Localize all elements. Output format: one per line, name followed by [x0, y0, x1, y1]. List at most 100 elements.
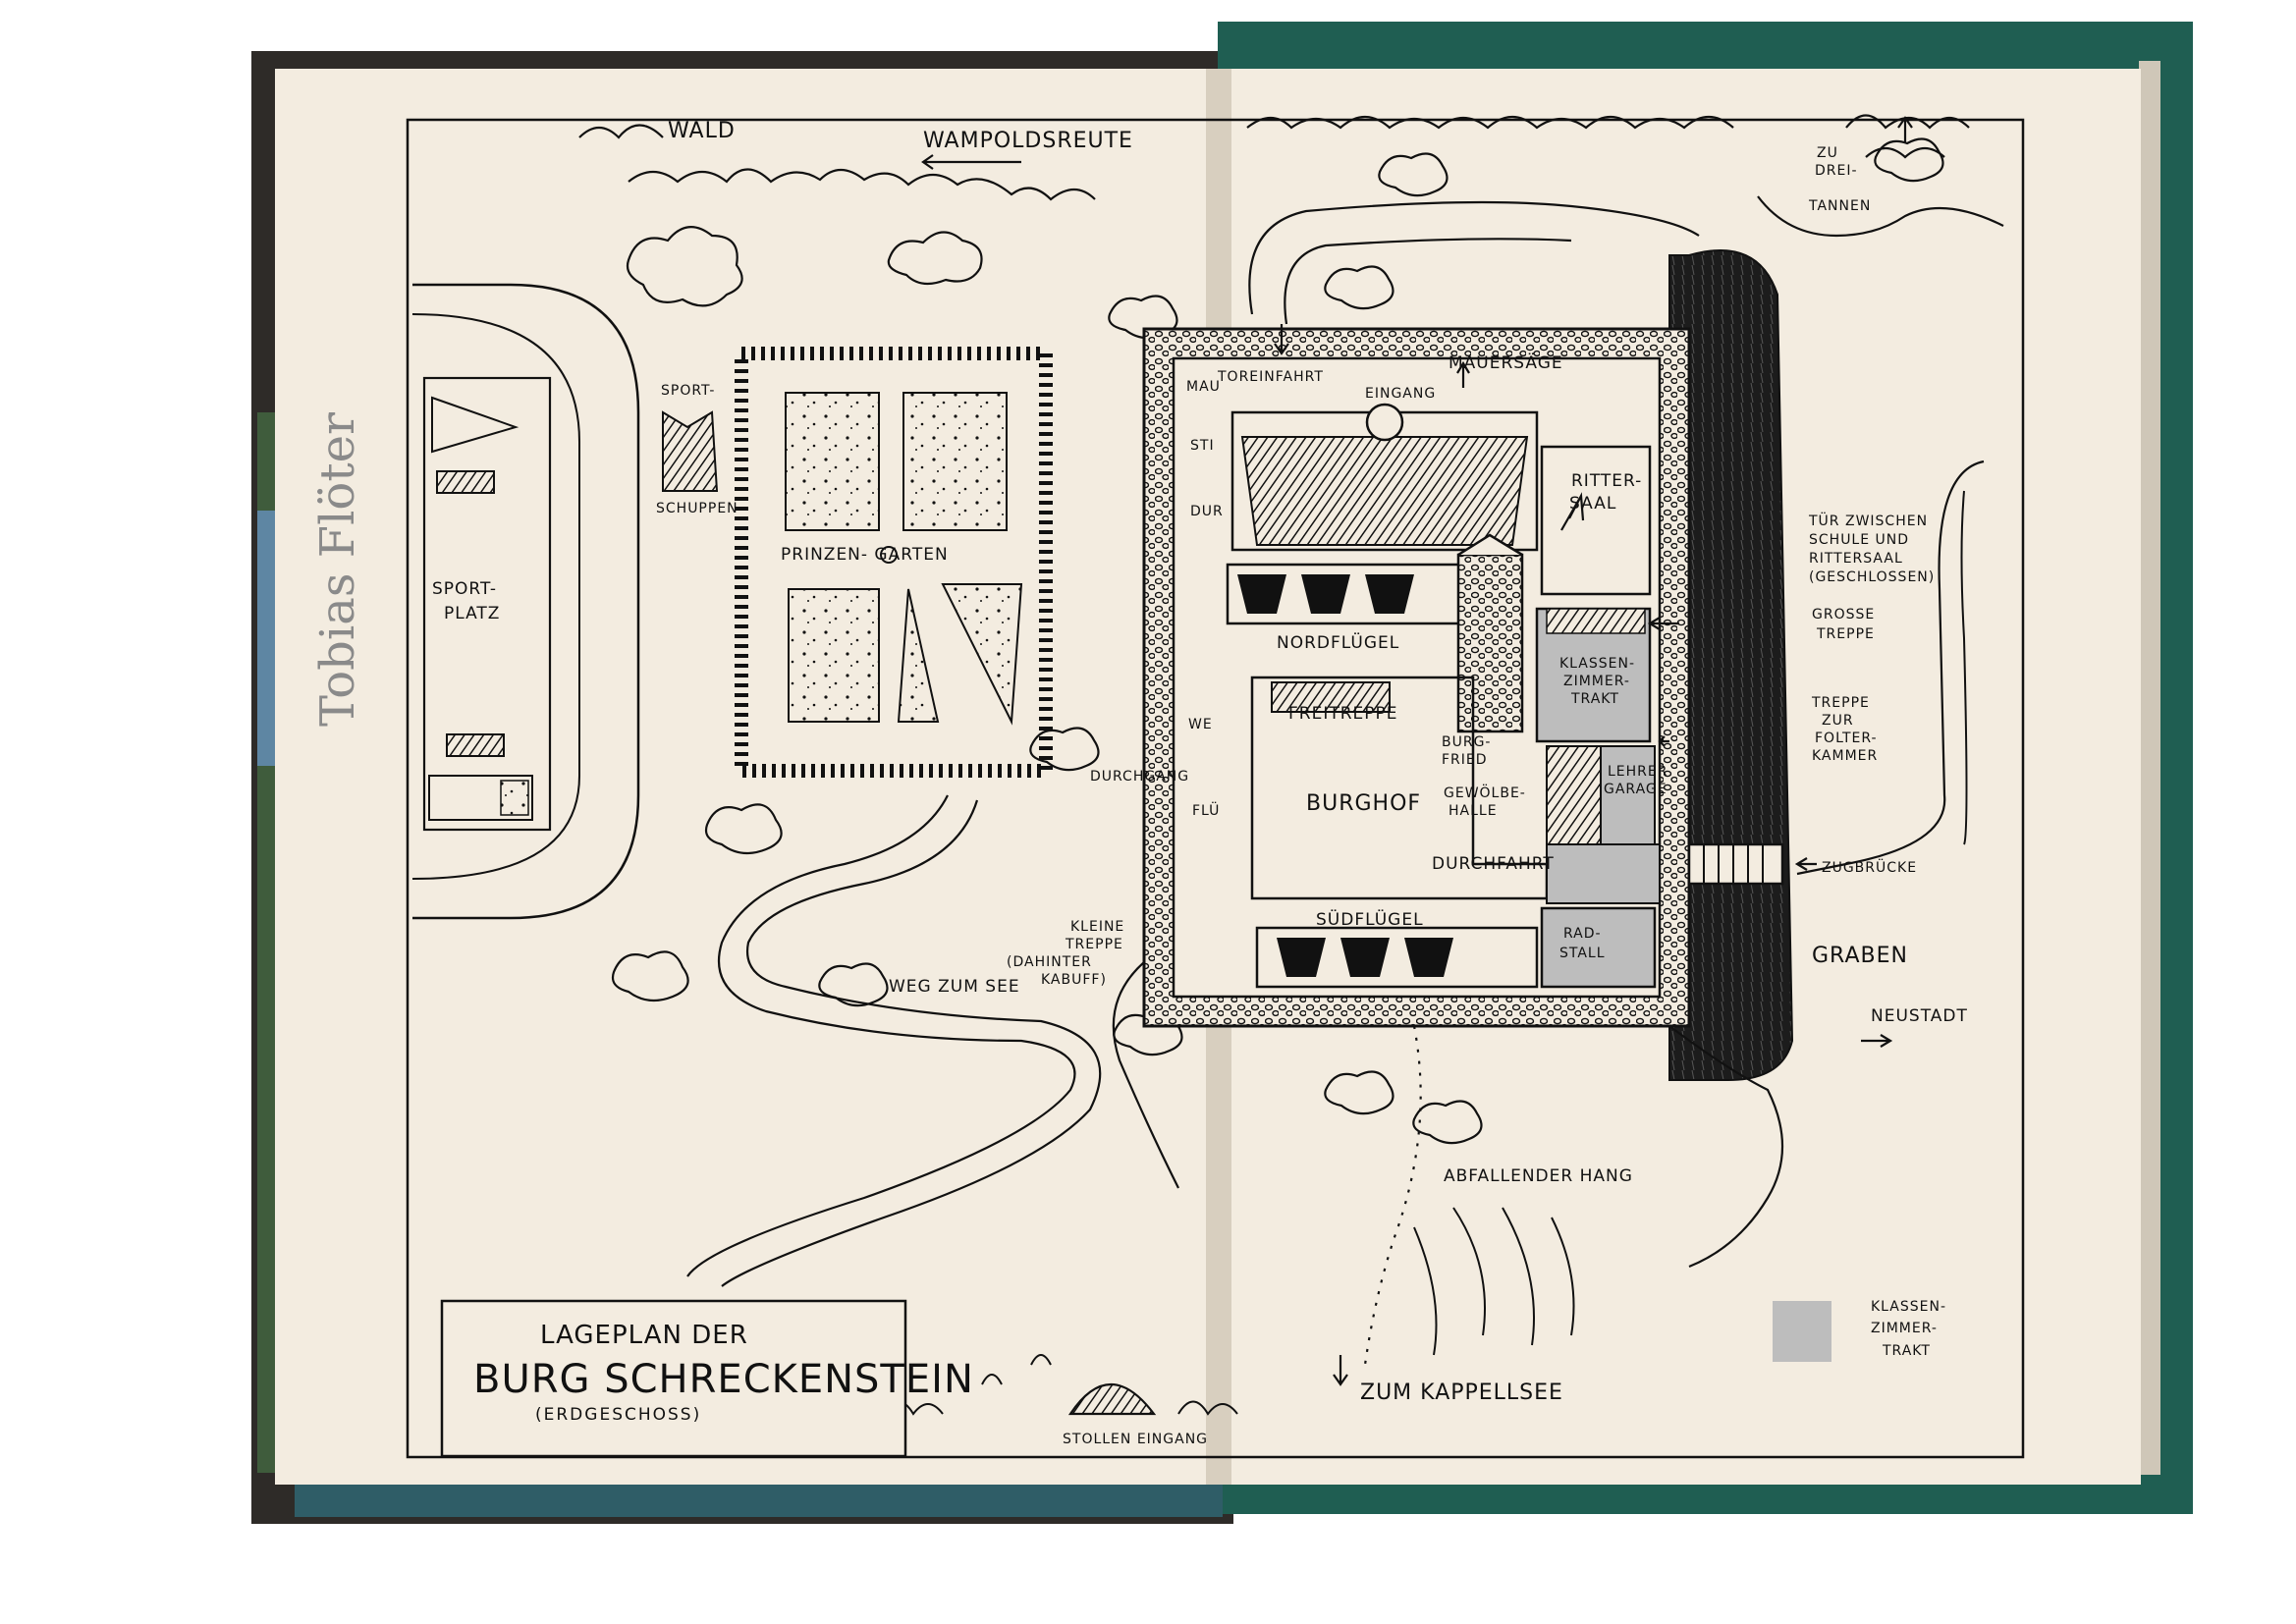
title-line-2: BURG SCHRECKENSTEIN — [473, 1357, 974, 1402]
label-klassenzimmertrakt-3: TRAKT — [1570, 691, 1619, 707]
label-graben: GRABEN — [1812, 944, 1908, 968]
legend-swatch — [1773, 1301, 1831, 1362]
label-zugbruecke: ZUGBRÜCKE — [1822, 858, 1917, 876]
road-north — [1248, 200, 1700, 315]
zugbruecke-planks — [1703, 844, 1764, 884]
sport-schuppen: SPORT- SCHUPPEN — [656, 383, 738, 516]
label-mauersaege: MAUERSÄGE — [1449, 352, 1563, 373]
legend: KLASSEN- ZIMMER- TRAKT — [1773, 1299, 1946, 1362]
label-tuer-2: SCHULE UND — [1809, 532, 1909, 548]
label-toreinfahrt: TOREINFAHRT — [1217, 369, 1324, 385]
garden-hedge — [735, 347, 1053, 778]
label-zu-drei-tannen-2: DREI- — [1815, 163, 1858, 179]
label-grosse-treppe-1: GROSSE — [1812, 607, 1875, 623]
durchfahrt-gray — [1546, 843, 1661, 904]
label-wall-3: DUR — [1190, 504, 1224, 519]
label-klassenzimmertrakt-1: KLASSEN- — [1559, 656, 1635, 672]
label-tuer-1: TÜR ZWISCHEN — [1808, 512, 1928, 529]
shed-roof — [662, 410, 719, 492]
arrows — [921, 116, 1913, 1386]
burgfried-top — [1457, 533, 1523, 557]
hillside-right — [1668, 1025, 1783, 1269]
handwriting-name: Tobias Flöter — [310, 412, 365, 727]
label-burghof: BURGHOF — [1306, 791, 1421, 816]
label-kleine-treppe-3: (DAHINTER — [1007, 954, 1092, 970]
label-klassenzimmertrakt-2: ZIMMER- — [1563, 674, 1630, 689]
label-zu-drei-tannen-1: ZU — [1817, 145, 1838, 161]
label-durchfahrt: DURCHFAHRT — [1432, 854, 1555, 874]
road-east-inner — [1960, 490, 1968, 845]
goal-top — [436, 470, 495, 494]
label-burgfried-1: BURG- — [1442, 734, 1491, 750]
south-windows — [1277, 938, 1453, 977]
label-treppe-folterkammer-3: FOLTER- — [1815, 731, 1878, 746]
stollen-arch — [1067, 1382, 1157, 1416]
label-grosse-treppe-2: TREPPE — [1816, 626, 1875, 642]
label-radstall-2: STALL — [1559, 946, 1606, 961]
label-tuer-4: (GESCHLOSSEN) — [1809, 569, 1935, 585]
klassenzimmer-stairs — [1546, 608, 1646, 634]
label-wall-2: STI — [1190, 438, 1215, 454]
sportplatz: SPORT- PLATZ — [411, 283, 640, 920]
freitreppe — [1271, 681, 1391, 713]
north-windows — [1237, 574, 1414, 614]
label-wald: WALD — [668, 119, 736, 143]
long-jump — [431, 396, 519, 454]
label-stollen-eingang: STOLLEN EINGANG — [1063, 1432, 1208, 1447]
garden-bed-4 — [897, 588, 940, 723]
label-wampoldsreute: WAMPOLDSREUTE — [923, 129, 1133, 153]
legend-label-1: KLASSEN- — [1871, 1299, 1946, 1315]
garden-bed-5 — [941, 583, 1023, 726]
label-zum-kappellsee: ZUM KAPPELLSEE — [1360, 1380, 1563, 1405]
road-north-inner — [1284, 238, 1572, 325]
label-radstall-1: RAD- — [1563, 926, 1602, 942]
title-box-frame — [440, 1299, 907, 1458]
map-frame — [406, 118, 2025, 1459]
legend-label-3: TRAKT — [1882, 1343, 1931, 1359]
label-schuppen: SCHUPPEN — [656, 501, 738, 516]
label-lehrergarage-2: GARAGE — [1604, 782, 1667, 797]
eingang-dome — [1365, 403, 1404, 442]
entrance-hall — [1240, 436, 1529, 546]
sport-field — [422, 376, 552, 832]
forest-edge — [578, 114, 2004, 238]
map-title-box: LAGEPLAN DER BURG SCHRECKENSTEIN (ERDGES… — [440, 1299, 974, 1458]
label-rittersaal-1: RITTER- — [1571, 471, 1642, 491]
label-lehrergarage-1: LEHRER — [1608, 764, 1667, 780]
label-sportplatz-1: SPORT- — [432, 579, 497, 599]
label-wall-1: MAU — [1186, 379, 1221, 395]
running-track — [412, 283, 640, 920]
page-edges-right — [2139, 61, 2160, 1475]
sand-pit-fill — [500, 780, 529, 816]
burgfried — [1456, 553, 1524, 733]
south-wing — [1255, 926, 1539, 989]
radstall — [1540, 906, 1657, 989]
label-eingang: EINGANG — [1365, 386, 1436, 402]
label-suedfluegel: SÜDFLÜGEL — [1316, 908, 1424, 930]
slope-lines — [1413, 1207, 1575, 1356]
label-zu-drei-tannen-3: TANNEN — [1808, 198, 1871, 214]
legend-label-2: ZIMMER- — [1871, 1321, 1938, 1336]
label-sportplatz-2: PLATZ — [444, 604, 500, 623]
label-nordfluegel: NORDFLÜGEL — [1277, 631, 1399, 653]
title-line-3: (ERDGESCHOSS) — [535, 1405, 701, 1425]
road-east — [1796, 460, 1985, 876]
stollen-grass — [883, 1354, 1238, 1416]
castle — [1112, 327, 1784, 1366]
rittersaal — [1540, 445, 1652, 596]
label-kleine-treppe-4: KABUFF) — [1041, 972, 1107, 988]
label-treppe-folterkammer-4: KAMMER — [1812, 748, 1878, 764]
garden-bed-3 — [788, 588, 880, 723]
label-sport-1: SPORT- — [661, 383, 715, 399]
hillside-left — [1112, 961, 1179, 1189]
label-tuer-3: RITTERSAAL — [1809, 551, 1903, 567]
label-wall-4: WE — [1188, 717, 1213, 732]
prinzengarten: PRINZEN- GARTEN — [735, 347, 1053, 778]
garden-bed-2 — [902, 392, 1008, 531]
weg-zum-see: WEG ZUM SEE — [686, 794, 1102, 1287]
sport-field-curve — [411, 313, 580, 880]
garden-fountain — [880, 546, 898, 564]
label-gewoelbehalle-1: GEWÖLBE- — [1444, 784, 1526, 801]
label-freitreppe: FREITREPPE — [1288, 704, 1398, 724]
